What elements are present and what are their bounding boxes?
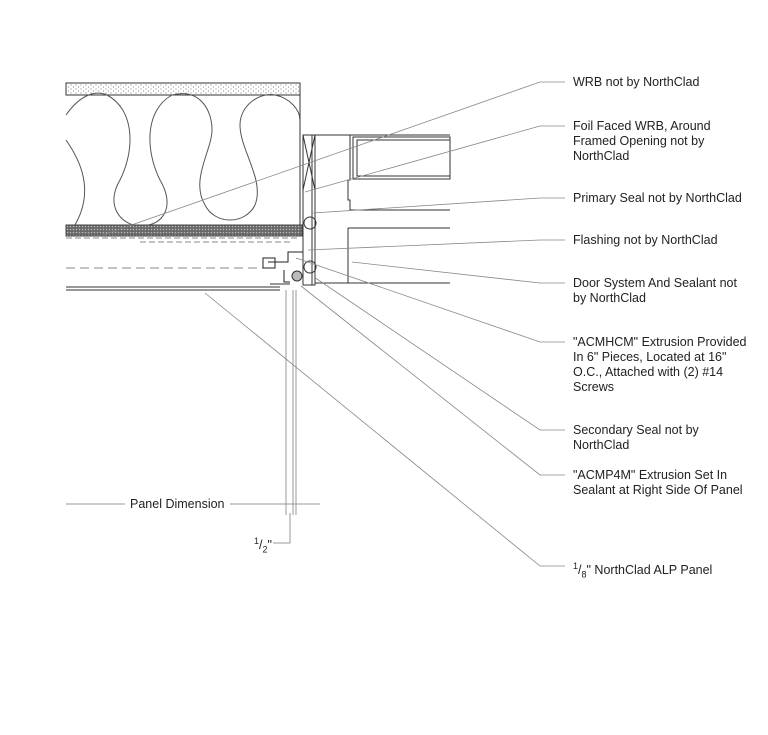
- label-text: Foil Faced WRB, Around: [573, 119, 711, 133]
- label-text: Screws: [573, 380, 614, 394]
- label-acmhcm: "ACMHCM" Extrusion Provided In 6" Pieces…: [573, 335, 747, 395]
- label-text: "ACMP4M" Extrusion Set In: [573, 468, 728, 482]
- label-text: Sealant at Right Side Of Panel: [573, 483, 743, 497]
- label-text: Primary Seal not by NorthClad: [573, 191, 742, 205]
- panel-dimension-label: Panel Dimension: [130, 497, 225, 511]
- secondary-seal: [303, 260, 317, 274]
- door-system: [315, 134, 451, 284]
- primary-seal: [303, 216, 317, 230]
- acmhcm-extrusion: [262, 251, 303, 283]
- label-alp-panel: 1/8" NorthClad ALP Panel: [573, 561, 713, 580]
- label-door-system: Door System And Sealant not by NorthClad: [573, 276, 737, 306]
- label-flashing: Flashing not by NorthClad: [573, 233, 718, 248]
- label-text: "ACMHCM" Extrusion Provided: [573, 335, 747, 349]
- label-text: by NorthClad: [573, 291, 646, 305]
- label-primary-seal: Primary Seal not by NorthClad: [573, 191, 742, 206]
- label-text: O.C., Attached with (2) #14: [573, 365, 724, 379]
- label-secondary-seal: Secondary Seal not by NorthClad: [573, 423, 699, 453]
- insulation-batt: [65, 92, 301, 227]
- label-text: " NorthClad ALP Panel: [586, 563, 713, 578]
- label-wrb: WRB not by NorthClad: [573, 75, 699, 90]
- fraction-denominator: 2: [262, 544, 268, 555]
- label-text: In 6" Pieces, Located at 16": [573, 350, 727, 364]
- label-text: Flashing not by NorthClad: [573, 233, 718, 247]
- fraction-denominator: 8: [581, 569, 587, 580]
- door-frame: [302, 134, 316, 286]
- label-text: Secondary Seal not by: [573, 423, 699, 437]
- label-text: NorthClad: [573, 149, 630, 163]
- unit: ": [267, 538, 272, 553]
- fraction-numerator: 1: [573, 561, 579, 571]
- fraction-numerator: 1: [254, 536, 260, 546]
- secondary-seal-backer: [291, 270, 303, 282]
- gap-dimension-label: 1/2": [254, 536, 272, 555]
- label-text: WRB not by NorthClad: [573, 75, 700, 89]
- label-text: Door System And Sealant not: [573, 276, 737, 290]
- label-foil-faced-wrb: Foil Faced WRB, Around Framed Opening no…: [573, 119, 711, 164]
- leader-lines: [102, 81, 565, 567]
- label-text: NorthClad: [573, 438, 630, 452]
- label-text: Framed Opening not by: [573, 134, 705, 148]
- label-acmp4m: "ACMP4M" Extrusion Set In Sealant at Rig…: [573, 468, 743, 498]
- wrb-layer: [65, 224, 303, 237]
